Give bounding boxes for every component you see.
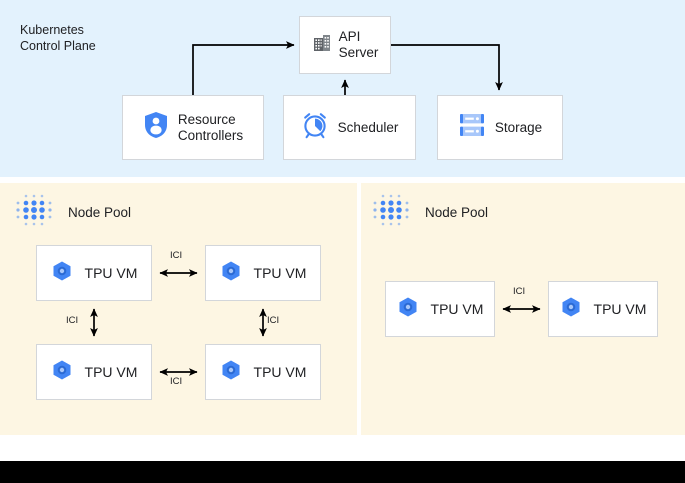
tpu-vm-label: TPU VM bbox=[430, 301, 484, 317]
tpu-hexagon-icon bbox=[397, 296, 419, 323]
control-plane-title: Kubernetes Control Plane bbox=[20, 23, 96, 53]
tpu-vm-node[interactable]: TPU VM bbox=[548, 281, 658, 337]
dot-matrix-icon bbox=[14, 192, 54, 233]
node-pool-right-title: Node Pool bbox=[425, 205, 489, 220]
ici-link-label: ICI bbox=[513, 286, 526, 297]
tpu-vm-label: TPU VM bbox=[253, 364, 307, 380]
alarm-clock-icon bbox=[301, 111, 329, 144]
dot-matrix-icon bbox=[371, 192, 411, 233]
tpu-vm-node[interactable]: TPU VM bbox=[205, 245, 321, 301]
tpu-vm-node[interactable]: TPU VM bbox=[385, 281, 495, 337]
resource-controllers-label: Resource Controllers bbox=[177, 111, 244, 143]
tpu-hexagon-icon bbox=[220, 359, 242, 386]
tpu-hexagon-icon bbox=[560, 296, 582, 323]
tpu-vm-label: TPU VM bbox=[253, 265, 307, 281]
tpu-vm-node[interactable]: TPU VM bbox=[36, 344, 152, 400]
node-pool-left-title: Node Pool bbox=[68, 205, 132, 220]
resource-controllers-node[interactable]: Resource Controllers bbox=[122, 95, 264, 160]
bottom-bar bbox=[0, 461, 685, 483]
node-pool-right-header: Node Pool bbox=[371, 192, 488, 233]
ici-link-label: ICI bbox=[170, 250, 183, 261]
ici-link-label: ICI bbox=[170, 376, 183, 387]
tpu-hexagon-icon bbox=[51, 359, 73, 386]
tpu-vm-node[interactable]: TPU VM bbox=[205, 344, 321, 400]
scheduler-node[interactable]: Scheduler bbox=[283, 95, 416, 160]
tpu-hexagon-icon bbox=[220, 260, 242, 287]
ici-link-label: ICI bbox=[66, 315, 79, 326]
scheduler-label: Scheduler bbox=[337, 119, 399, 135]
api-server-node[interactable]: API Server bbox=[299, 16, 391, 74]
tpu-hexagon-icon bbox=[51, 260, 73, 287]
tpu-vm-label: TPU VM bbox=[84, 364, 138, 380]
api-server-label: API Server bbox=[338, 29, 379, 60]
tpu-vm-label: TPU VM bbox=[84, 265, 138, 281]
tpu-vm-node[interactable]: TPU VM bbox=[36, 245, 152, 301]
storage-node[interactable]: Storage bbox=[437, 95, 563, 160]
server-rack-icon bbox=[458, 112, 486, 143]
building-icon bbox=[312, 33, 332, 58]
shield-user-icon bbox=[143, 111, 169, 144]
storage-label: Storage bbox=[494, 119, 543, 135]
ici-link-label: ICI bbox=[267, 315, 280, 326]
node-pool-left-header: Node Pool bbox=[14, 192, 131, 233]
tpu-vm-label: TPU VM bbox=[593, 301, 647, 317]
